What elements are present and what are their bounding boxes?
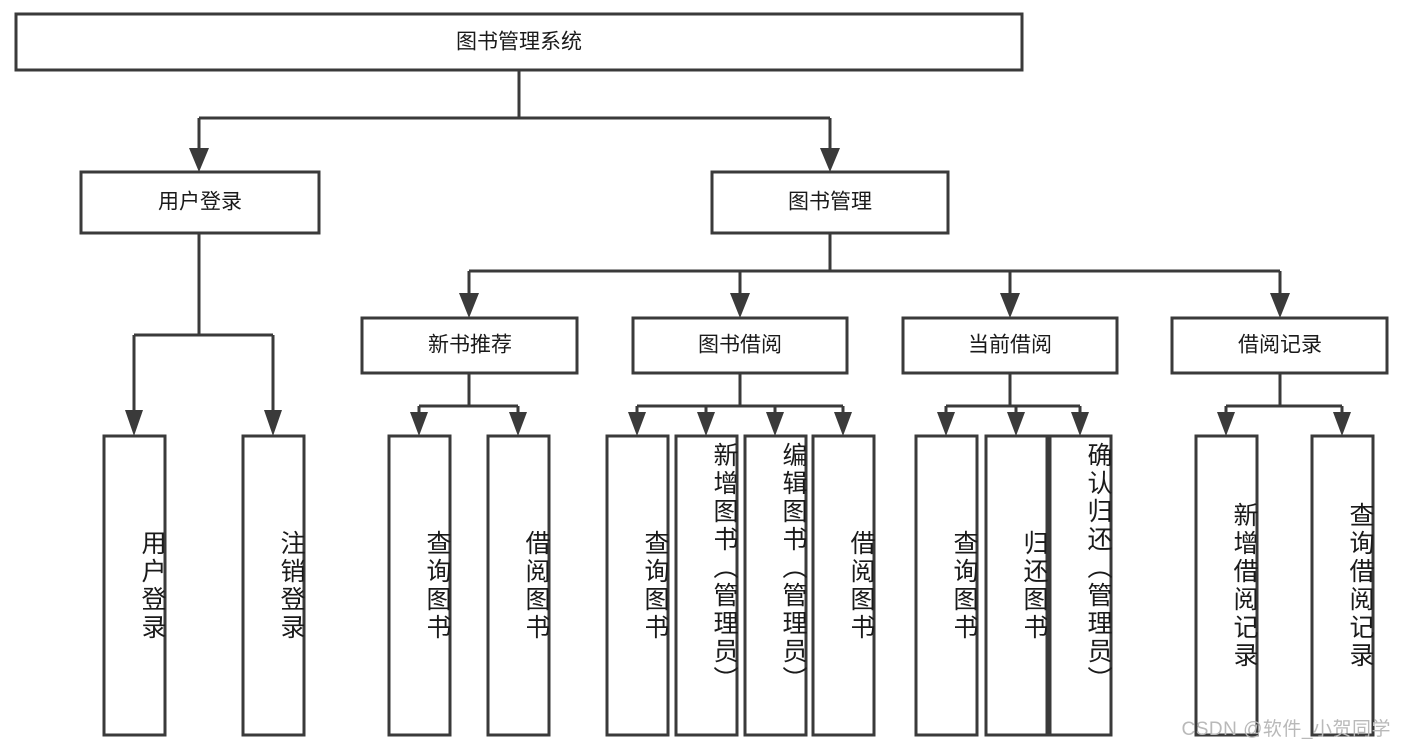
arrow-head-icon	[1333, 412, 1351, 436]
leaf-node-box[interactable]	[241, 434, 306, 737]
leaf-node-box[interactable]	[486, 434, 551, 737]
node-book-borrow-label: 图书借阅	[698, 334, 782, 357]
leaf-node-box[interactable]	[1194, 434, 1259, 737]
arrow-head-icon	[820, 148, 840, 172]
edge-root-to-level2	[189, 70, 840, 172]
leaf-node-box[interactable]	[743, 434, 808, 737]
watermark-text: CSDN @软件_小贺同学	[1181, 719, 1391, 740]
node-new-book-recommend-label: 新书推荐	[428, 334, 512, 357]
node-borrow-records-label: 借阅记录	[1238, 334, 1322, 357]
edge-current-to-leaves	[937, 373, 1089, 436]
edge-records-to-leaves	[1217, 373, 1351, 436]
leaf-node-box[interactable]	[605, 434, 670, 737]
arrow-head-icon	[834, 412, 852, 436]
leaf-node-box[interactable]	[387, 434, 452, 737]
node-borrow-records-box	[1170, 316, 1389, 375]
node-root[interactable]: 图书管理系统	[14, 12, 1024, 72]
node-user-login-box	[79, 170, 321, 235]
leaf-node-boxes	[102, 434, 1375, 737]
node-new-book-recommend[interactable]: 新书推荐	[360, 316, 579, 375]
arrow-head-icon	[730, 293, 750, 318]
arrow-head-icon	[509, 412, 527, 436]
leaf-node-box[interactable]	[1310, 434, 1375, 737]
arrow-head-icon	[125, 410, 143, 436]
leaf-node-box[interactable]	[984, 434, 1049, 737]
arrow-head-icon	[1071, 412, 1089, 436]
node-new-book-recommend-box	[360, 316, 579, 375]
edge-borrow-to-leaves	[628, 373, 852, 436]
leaf-node-box[interactable]	[674, 434, 739, 737]
arrow-head-icon	[410, 412, 428, 436]
arrow-head-icon	[1270, 293, 1290, 318]
arrow-head-icon	[264, 410, 282, 436]
edge-login-to-leaves	[125, 233, 282, 436]
arrow-head-icon	[766, 412, 784, 436]
node-current-borrow-label: 当前借阅	[968, 334, 1052, 357]
node-borrow-records[interactable]: 借阅记录	[1170, 316, 1389, 375]
arrow-head-icon	[189, 148, 209, 172]
node-book-management-label: 图书管理	[788, 191, 872, 214]
arrow-head-icon	[1007, 412, 1025, 436]
node-root-box	[14, 12, 1024, 72]
arrow-head-icon	[937, 412, 955, 436]
node-book-management-box	[710, 170, 950, 235]
node-user-login-label: 用户登录	[158, 191, 242, 214]
node-current-borrow[interactable]: 当前借阅	[901, 316, 1119, 375]
leaf-node-box[interactable]	[811, 434, 876, 737]
arrow-head-icon	[628, 412, 646, 436]
arrow-head-icon	[1000, 293, 1020, 318]
node-book-borrow-box	[631, 316, 849, 375]
arrow-head-icon	[697, 412, 715, 436]
node-book-management[interactable]: 图书管理	[710, 170, 950, 235]
node-root-label: 图书管理系统	[456, 31, 582, 54]
node-book-borrow[interactable]: 图书借阅	[631, 316, 849, 375]
leaf-node-box[interactable]	[1048, 434, 1113, 737]
leaf-node-box[interactable]	[914, 434, 979, 737]
edge-bookmgmt-to-level3	[459, 233, 1290, 318]
node-current-borrow-box	[901, 316, 1119, 375]
arrow-head-icon	[459, 293, 479, 318]
arrow-head-icon	[1217, 412, 1235, 436]
leaf-node-box[interactable]	[102, 434, 167, 737]
edge-newbook-to-leaves	[410, 373, 527, 436]
node-user-login[interactable]: 用户登录	[79, 170, 321, 235]
